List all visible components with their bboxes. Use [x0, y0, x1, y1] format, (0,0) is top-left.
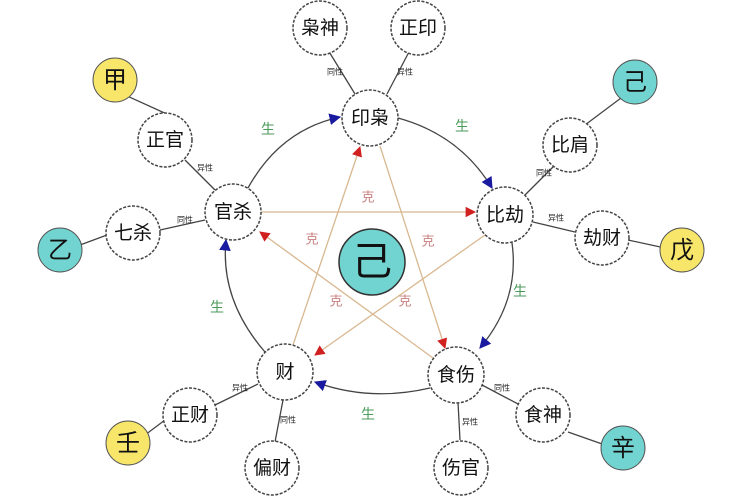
relation-label: 异性: [548, 213, 564, 223]
svg-text:辛: 辛: [611, 434, 635, 462]
node-shangguan: 伤官: [433, 440, 489, 496]
svg-text:伤官: 伤官: [442, 457, 480, 479]
day-master-center: 己: [338, 228, 406, 296]
svg-text:乙: 乙: [48, 236, 72, 264]
node-piancai: 偏财: [244, 440, 300, 496]
ke-label: 克: [305, 233, 318, 248]
sheng-label: 生: [455, 119, 469, 135]
svg-text:劫财: 劫财: [583, 227, 621, 249]
relation-label: 同性: [494, 383, 510, 393]
node-yinxiao: 印枭: [341, 89, 399, 147]
svg-text:己: 己: [352, 239, 392, 285]
relation-label: 异性: [462, 417, 478, 427]
sheng-label: 生: [210, 300, 224, 316]
relation-label: 异性: [197, 163, 213, 173]
ke-label: 克: [361, 191, 374, 206]
branch-lines: [79, 49, 666, 446]
node-shishen: 食神: [515, 387, 571, 443]
ke-star: [259, 145, 486, 359]
sheng-cycle: [219, 113, 514, 395]
sheng-label: 生: [361, 407, 375, 423]
svg-text:壬: 壬: [116, 429, 140, 457]
svg-text:正印: 正印: [399, 17, 437, 39]
node-bijie: 比劫: [476, 186, 534, 244]
ke-label: 克: [421, 235, 434, 250]
node-zhengcai: 正财: [162, 387, 218, 443]
sheng-label: 生: [513, 284, 527, 300]
stem-ren: 壬: [105, 420, 151, 466]
stem-xin: 辛: [600, 425, 646, 471]
ke-label: 克: [398, 295, 411, 310]
relation-label: 同性: [280, 415, 296, 425]
svg-text:财: 财: [275, 361, 294, 383]
node-jiecai: 劫财: [574, 210, 630, 266]
svg-text:正财: 正财: [171, 404, 209, 426]
svg-text:食神: 食神: [524, 404, 562, 426]
ke-label: 克: [329, 295, 342, 310]
stem-ji: 己: [612, 59, 658, 105]
svg-text:比肩: 比肩: [551, 134, 589, 156]
node-zhengyin: 正印: [390, 0, 446, 56]
stem-wu: 戊: [659, 227, 705, 273]
stem-jia: 甲: [92, 57, 138, 103]
svg-text:七杀: 七杀: [114, 222, 152, 244]
svg-text:枭神: 枭神: [301, 17, 339, 39]
stem-yi: 乙: [37, 227, 83, 273]
node-guansha: 官杀: [204, 183, 262, 241]
node-qisha: 七杀: [105, 205, 161, 261]
svg-text:甲: 甲: [103, 66, 127, 94]
relation-label: 同性: [327, 67, 343, 77]
node-zhengguan: 正官: [137, 112, 193, 168]
node-xiaoshen: 枭神: [292, 0, 348, 56]
node-shishang: 食伤: [427, 346, 485, 404]
relation-label: 异性: [232, 383, 248, 393]
relation-label: 同性: [536, 168, 552, 178]
node-bijian: 比肩: [542, 117, 598, 173]
svg-text:偏财: 偏财: [253, 457, 291, 479]
node-cai: 财: [256, 343, 314, 401]
svg-text:印枭: 印枭: [351, 107, 389, 129]
svg-text:比劫: 比劫: [486, 204, 524, 226]
sheng-label: 生: [261, 122, 275, 138]
svg-text:己: 己: [623, 68, 647, 96]
relation-label: 异性: [397, 67, 413, 77]
svg-text:戊: 戊: [670, 236, 694, 264]
relation-label: 同性: [177, 215, 193, 225]
svg-text:食伤: 食伤: [437, 364, 475, 386]
svg-text:官杀: 官杀: [214, 201, 252, 223]
svg-text:正官: 正官: [146, 129, 184, 151]
